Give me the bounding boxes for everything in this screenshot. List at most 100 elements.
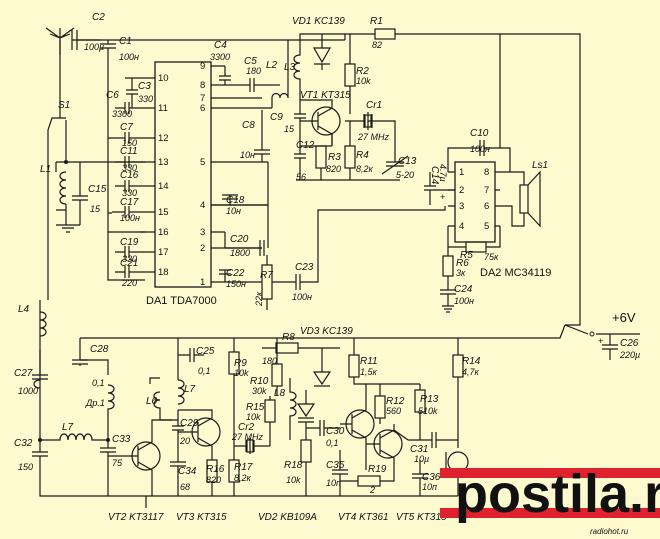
label-s1: S1 — [58, 100, 70, 111]
label-c2-val: 100µ — [84, 42, 104, 52]
label-c11-ref: C11 — [120, 146, 138, 157]
label-c14-ref: C14 — [429, 166, 440, 185]
label-c4-val: 3300 — [210, 52, 230, 62]
capacitor-c19 — [115, 246, 140, 258]
inductor-l4 — [33, 158, 49, 389]
capacitor-c14 — [424, 172, 455, 205]
da1-pin-13: 13 — [158, 157, 169, 168]
label-c33-val: 75 — [112, 458, 123, 468]
label-r2-val: 10k — [356, 76, 371, 86]
label-cr1-val: 27 MHz — [357, 132, 390, 142]
capacitor-c36 — [412, 460, 428, 496]
da2-pin-5: 5 — [484, 221, 489, 232]
capacitor-c7 — [115, 132, 140, 144]
label-r17-ref: R17 — [234, 462, 253, 473]
crystal-cr1 — [363, 112, 396, 162]
label-r7-val: 22к — [254, 291, 264, 307]
label-c27-ref: C27 — [14, 368, 33, 379]
label-vt2: VT2 KT3117 — [108, 512, 164, 523]
bottom-supply-rail — [79, 324, 566, 352]
da1-pin-6: 6 — [200, 103, 205, 114]
label-r8-ref: R8 — [282, 332, 295, 343]
label-c10-ref: C10 — [470, 128, 489, 139]
zener-vd3 — [312, 348, 332, 387]
label-r17-val: 8,2к — [234, 473, 252, 483]
capacitor-c28 — [72, 352, 109, 375]
label-r12-ref: R12 — [386, 396, 405, 407]
label-c31-val: 10µ — [414, 454, 429, 464]
label-c33-ref: C33 — [112, 434, 131, 445]
inductor-l6 — [149, 377, 172, 421]
resistor-r12 — [374, 384, 386, 424]
resistor-r18 — [300, 439, 312, 496]
resistor-r10 — [271, 338, 283, 396]
speaker-ls1 — [510, 170, 541, 228]
label-r10-val: 30k — [252, 386, 267, 396]
capacitor-c8 — [254, 110, 270, 162]
label-c24-val: 100н — [454, 296, 474, 306]
resistor-r17 — [228, 459, 240, 496]
da1-pin-10: 10 — [158, 73, 169, 84]
ic-da1 — [154, 61, 212, 288]
label-c15-val: 15 — [90, 204, 101, 214]
crystal-cr2 — [234, 438, 262, 454]
capacitor-c15 — [72, 162, 88, 225]
label-c30-val: 0,1 — [326, 438, 339, 448]
label-c28-ref: C28 — [90, 344, 109, 355]
label-c9-ref: C9 — [270, 112, 283, 123]
bottom-ground-rail — [145, 495, 458, 508]
label-r14-ref: R14 — [462, 356, 481, 367]
label-vd3: VD3 KC139 — [300, 326, 353, 337]
resistor-r16 — [206, 459, 218, 496]
label-c9-val: 15 — [284, 124, 295, 134]
label-c3-val: 330 — [138, 94, 153, 104]
label-ls1: Ls1 — [532, 160, 548, 171]
inductor-l8 — [289, 378, 297, 440]
label-c6-ref: C6 — [106, 90, 119, 101]
label-r11-ref: R11 — [360, 356, 378, 367]
label-r3-ref: R3 — [328, 152, 341, 163]
da1-pin-3: 3 — [200, 227, 205, 238]
transistor-vt3 — [178, 409, 221, 460]
watermark-text: postila.ru — [455, 464, 660, 524]
net-pin5 — [211, 162, 269, 248]
resistor-r4 — [344, 121, 356, 180]
da1-pin-17: 17 — [158, 247, 169, 258]
label-c28-val: 0,1 — [92, 378, 105, 388]
resistor-r11 — [348, 338, 420, 385]
resistor-r15 — [262, 396, 276, 447]
da1-pin-16: 16 — [158, 227, 169, 238]
label-l8: L8 — [274, 388, 286, 399]
capacitor-c10 — [447, 34, 511, 172]
capacitor-c18 — [222, 194, 238, 205]
label-c15-ref: C15 — [88, 184, 107, 195]
label-cr2-ref: Cr2 — [238, 422, 255, 433]
da2-pins — [448, 171, 510, 227]
label-c29-ref: C29 — [180, 418, 199, 429]
label-c19-ref: C19 — [120, 237, 139, 248]
capacitor-c30 — [306, 420, 340, 436]
label-l1: L1 — [40, 164, 51, 175]
da1-pin-7: 7 — [200, 93, 205, 104]
da1-pin-14: 14 — [158, 181, 169, 192]
capacitor-c31 — [420, 432, 458, 448]
label-c16-ref: C16 — [120, 170, 139, 181]
label-l4: L4 — [18, 304, 30, 315]
capacitor-c2 — [71, 30, 100, 50]
label-l2: L2 — [266, 60, 278, 71]
watermark-sub: radiohot.ru — [590, 527, 629, 536]
label-c7-ref: C7 — [120, 122, 133, 133]
da2-pin-2: 2 — [459, 185, 464, 196]
label-r6-val: 3к — [456, 268, 466, 278]
capacitor-c23 — [290, 206, 446, 290]
label-l6: L6 — [146, 396, 158, 407]
resistor-r19 — [340, 470, 395, 487]
label-da1: DA1 TDA7000 — [146, 295, 217, 307]
resistor-r6 — [442, 247, 454, 290]
label-c18-ref: C18 — [226, 195, 245, 206]
label-c29-val: 20 — [179, 436, 190, 446]
label-c18-val: 10н — [226, 206, 241, 216]
inductor-l7-a — [40, 433, 108, 441]
label-r11-val: 1,5к — [360, 367, 378, 377]
label-c13-ref: C13 — [398, 156, 417, 167]
